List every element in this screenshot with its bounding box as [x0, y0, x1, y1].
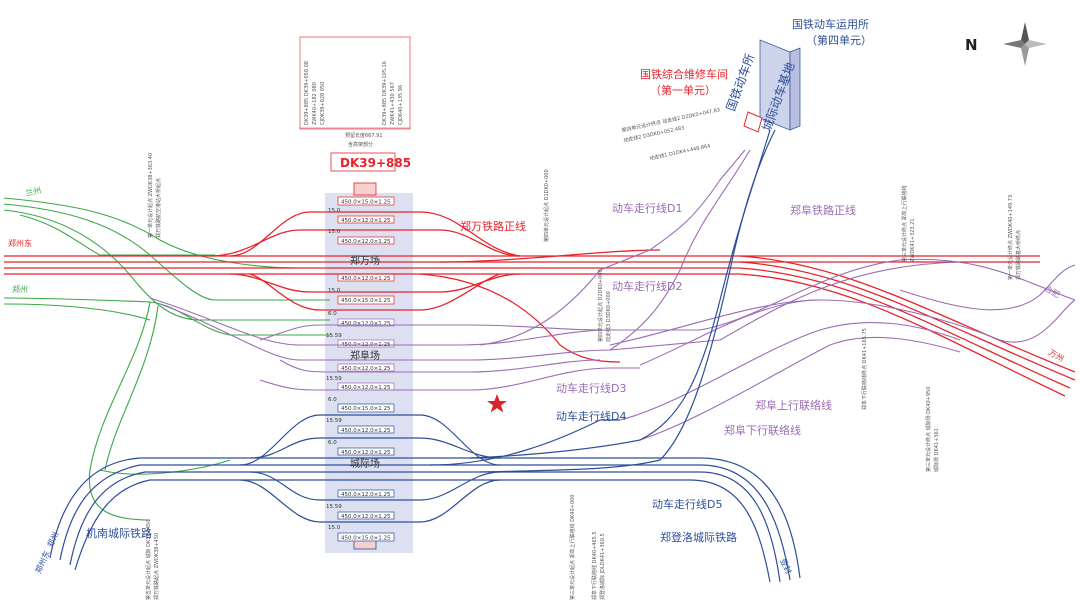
terminal-jinzhou: 郑州 — [45, 530, 61, 549]
terminal-zhengzhou: 郑州 — [12, 284, 28, 294]
line-label-zhengfu-down-link: 郑阜下行联络线 — [724, 423, 801, 437]
note-text: 第一单元设计终点 ZWDK40+149.73 — [1007, 195, 1014, 280]
platform-dim: 450.0×15.0×1.25 — [341, 200, 391, 206]
line-label-zhengwan-main: 郑万铁路正线 — [460, 219, 526, 233]
zhengwan-platforms — [337, 196, 395, 305]
line-label-zhengfu-main: 郑阜铁路正线 — [790, 203, 856, 217]
platform-dim: 450.0×12.0×1.25 — [341, 428, 391, 434]
note-text: DK39+885 DK39+058.08 — [304, 61, 310, 125]
platform-gap: 6.0 — [328, 440, 337, 446]
compass-rose-icon — [1003, 22, 1047, 66]
line-label-d2: 动车走行线D2 — [612, 279, 682, 293]
platform-dimension-labels: 450.0×15.0×1.25 450.0×12.0×1.25 450.0×12… — [326, 200, 391, 542]
note-platform-length: 预留长度667.91 — [345, 132, 383, 139]
note-text: CJDK40+135 96 — [398, 85, 404, 125]
note-canopy: 含高架部分 — [348, 141, 373, 148]
platform-dim: 450.0×12.0×1.25 — [341, 492, 391, 498]
platform-dim: 450.0×12.0×1.25 — [341, 321, 391, 327]
purple-tracks — [149, 149, 1076, 441]
note-text: 郑登洛城际 JDLDK41+360.5 — [599, 533, 606, 600]
note-text: CJDK39+028 050 — [320, 82, 326, 125]
note-text: 郑万铁路航空港站大桥起点 — [155, 178, 162, 238]
line-label-d3: 动车走行线D3 — [556, 381, 626, 395]
station-point-label: DK39+885 — [340, 156, 411, 170]
note-text: 第四单元设计起点 D2DK0+000 — [597, 269, 604, 342]
platform-gap: 15.59 — [326, 418, 342, 424]
note-text: 动走线1 D1DK4+448.864 — [649, 142, 711, 162]
note-text: 第三单元设计起点 郑阜上行联络线 DK40+000 — [569, 495, 576, 600]
green-tracks — [3, 197, 330, 521]
platform-gap: 15.0 — [328, 229, 341, 235]
compass-north-label: N — [965, 36, 978, 54]
note-text: 第三单元设计终点 郑阜上行联络线 — [901, 185, 908, 262]
yard-label-zhengfu: 郑阜场 — [350, 349, 380, 362]
blue-tracks — [49, 129, 801, 583]
terminal-zhengzhoudong-bottom: 郑州东 — [33, 549, 52, 575]
note-text: 第一单元设计起点 ZWDK38+363.40 — [147, 153, 154, 238]
compass: N — [965, 22, 1047, 66]
yard-label-zhengwan: 郑万场 — [350, 254, 380, 267]
annotation-notes: 预留长度667.91 含高架部分 DK39+885 DK39+058.08 ZW… — [145, 36, 1022, 600]
line-label-d5: 动车走行线D5 — [652, 497, 722, 511]
platform-dim: 450.0×12.0×1.25 — [341, 450, 391, 456]
platform-gap: 15.59 — [326, 504, 342, 510]
facility-emu-depot-unit: （第四单元） — [806, 33, 872, 47]
star-marker-icon — [487, 394, 507, 413]
terminal-zhengzhoudong: 郑州东 — [8, 238, 32, 248]
note-text: 第五单元设计起点 城际 DK38+450 — [145, 520, 152, 600]
platform-dim: 450.0×12.0×1.25 — [341, 239, 391, 245]
platform-dim: 450.0×12.0×1.25 — [341, 514, 391, 520]
facility-guotie-emu: 国铁动车所 — [723, 51, 758, 113]
line-label-zhengfu-up-link: 郑阜上行联络线 — [755, 398, 832, 412]
note-text: 郑阜下行联络线终点 DK41+165.75 — [861, 328, 868, 410]
platform-gap: 15.59 — [326, 333, 342, 339]
emu-depot-building — [743, 39, 801, 133]
note-text: DK39+885 DK39+105.16 — [382, 61, 388, 125]
zhengfu-platforms — [337, 318, 395, 391]
note-text: 城际场 DK41+361 — [933, 428, 940, 472]
platform-dim: 450.0×12.0×1.25 — [341, 276, 391, 282]
line-label-d1: 动车走行线D1 — [612, 201, 682, 215]
note-text: 郑万铁路路基大桥终点 — [1015, 230, 1022, 280]
note-text: 第四单元设计起点 D1DK0+000 — [543, 169, 550, 242]
platform-gap: 6.0 — [328, 311, 337, 317]
platform-dim: 450.0×15.0×1.25 — [341, 536, 391, 542]
platform-gap: 15.0 — [328, 208, 341, 214]
platform-dim: 450.0×12.0×1.25 — [341, 366, 391, 372]
platform-dim: 450.0×15.0×1.25 — [341, 406, 391, 412]
terminal-hefei: 合肥 — [1043, 283, 1062, 300]
terminal-dengfeng: 登封 — [778, 557, 794, 576]
note-text: 郑万铁路起点 ZWDK38+450 — [153, 533, 160, 600]
note-text: 郑阜下行联络线 DK40+465.5 — [591, 531, 598, 600]
line-label-d4: 动车走行线D4 — [556, 409, 626, 423]
facility-emu-depot: 国铁动车运用所 — [792, 17, 869, 31]
platform-dim: 450.0×12.0×1.25 — [341, 218, 391, 224]
terminal-lanzhou: 兰州 — [24, 185, 42, 198]
line-label-jinan-intercity: 机南城际铁路 — [86, 526, 152, 540]
note-text: ZWK40+182 080 — [312, 82, 318, 125]
note-text: ZWDK41+323.21 — [910, 218, 916, 262]
platform-gap: 15.0 — [328, 288, 341, 294]
platform-gap: 15.59 — [326, 376, 342, 382]
facility-maint-shop: 国铁综合维修车间 — [640, 67, 728, 81]
platform-gap: 15.0 — [328, 525, 341, 531]
note-text: 第三单元设计终点 城际场 DK40+950 — [925, 387, 932, 472]
line-label-zhengdengluo-intercity: 郑登洛城际铁路 — [660, 530, 737, 544]
facility-maint-shop-unit: （第一单元） — [650, 83, 716, 97]
chengji-platforms — [337, 403, 395, 542]
red-tracks — [4, 211, 1076, 397]
station-point: DK39+885 — [330, 152, 411, 172]
platform-dim: 450.0×15.0×1.25 — [341, 298, 391, 304]
yard-label-chengji: 城际场 — [350, 457, 380, 470]
platform-dim: 450.0×12.0×1.25 — [341, 385, 391, 391]
note-text: ZWK41+430 567 — [390, 82, 396, 125]
note-text: 动走线3 D3DK0+000 — [605, 291, 612, 342]
platform-gap: 6.0 — [328, 397, 337, 403]
